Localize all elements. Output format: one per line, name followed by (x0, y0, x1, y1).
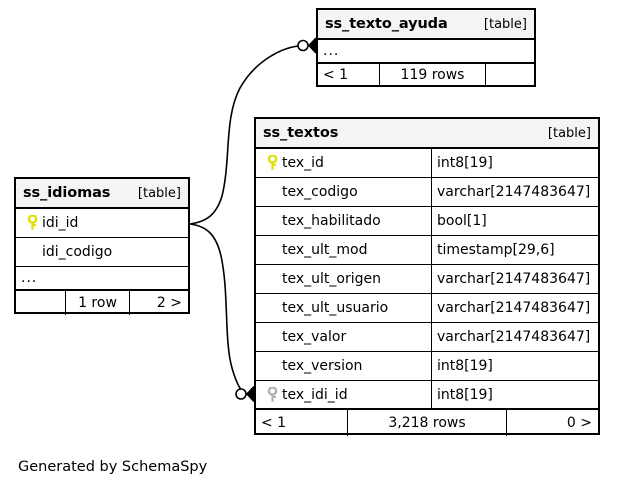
column-cell-name: tex_codigo (256, 178, 432, 206)
column-name-label: idi_id (42, 215, 79, 231)
table-type-tag: [table] (137, 185, 181, 201)
table-row[interactable]: tex_valor varchar[2147483647] (256, 323, 598, 352)
footer-row-count: 3,218 rows (348, 410, 507, 436)
column-cell-name: tex_id (256, 149, 432, 177)
column-name-label: tex_valor (282, 329, 347, 345)
primary-key-icon (22, 215, 42, 231)
column-cell-name: tex_habilitado (256, 207, 432, 235)
table-row[interactable]: tex_codigo varchar[2147483647] (256, 178, 598, 207)
column-name-label: tex_version (282, 358, 363, 374)
table-row[interactable]: tex_ult_origen varchar[2147483647] (256, 265, 598, 294)
table-name: ss_textos (263, 125, 339, 141)
footer-next-count[interactable] (486, 64, 534, 85)
column-cell-name: tex_version (256, 352, 432, 380)
column-cell-name: tex_idi_id (256, 381, 432, 408)
column-cell-type: int8[19] (437, 386, 493, 403)
footer-next-count[interactable]: 0 > (566, 415, 592, 431)
table-name: ss_texto_ayuda (325, 16, 448, 32)
table-footer-ss-textos: < 1 3,218 rows 0 > (256, 410, 598, 436)
relationship-line-to-ss-textos (189, 223, 244, 393)
footer-row-count: 119 rows (380, 64, 486, 85)
ellipsis-label: ... (323, 43, 340, 59)
crowsfoot-fill-ayuda (309, 38, 316, 53)
footer-next-count[interactable]: 2 > (156, 295, 182, 311)
column-cell-type: bool[1] (437, 213, 487, 229)
table-row[interactable]: idi_id (16, 209, 188, 238)
table-ss-texto-ayuda[interactable]: ss_texto_ayuda [table] ... < 1 119 rows (316, 8, 536, 87)
table-row[interactable]: tex_ult_mod timestamp[29,6] (256, 236, 598, 265)
column-cell-name: idi_codigo (16, 238, 188, 266)
column-name-label: tex_ult_mod (282, 242, 368, 258)
column-cell-name: tex_ult_mod (256, 236, 432, 264)
column-cell-name: tex_valor (256, 323, 432, 351)
column-cell-name: idi_id (16, 209, 188, 237)
column-cell-type: varchar[2147483647] (437, 329, 591, 345)
crowsfoot-fill-textos (247, 386, 254, 402)
column-name-label: tex_ult_usuario (282, 300, 389, 316)
table-ss-textos[interactable]: ss_textos [table] tex_id int8[19] tex_co… (254, 117, 600, 436)
ellipsis-label: ... (21, 270, 38, 286)
column-name-label: tex_idi_id (282, 386, 348, 403)
table-row[interactable]: tex_ult_usuario varchar[2147483647] (256, 294, 598, 323)
table-ss-idiomas[interactable]: ss_idiomas [table] idi_id idi_codigo ...… (14, 177, 190, 315)
table-header-ss-texto-ayuda: ss_texto_ayuda [table] (318, 10, 534, 40)
column-cell-type: varchar[2147483647] (437, 300, 591, 316)
table-footer-ss-idiomas: 1 row 2 > (16, 291, 188, 315)
column-name-label: tex_habilitado (282, 213, 381, 229)
column-cell-type: varchar[2147483647] (437, 184, 591, 200)
table-header-ss-idiomas: ss_idiomas [table] (16, 179, 188, 209)
table-ellipsis-row: ... (318, 40, 534, 64)
table-type-tag: [table] (547, 125, 591, 141)
relationship-endpoint-circle-textos (235, 388, 247, 400)
column-name-label: tex_ult_origen (282, 271, 381, 287)
foreign-key-icon (262, 386, 282, 403)
column-cell-type: int8[19] (437, 358, 493, 374)
column-name-label: idi_codigo (42, 244, 113, 260)
table-name: ss_idiomas (23, 185, 111, 201)
relationship-endpoint-circle-ayuda (297, 39, 309, 52)
table-row[interactable]: tex_version int8[19] (256, 352, 598, 381)
column-name-label: tex_codigo (282, 184, 358, 200)
footer-prev-count[interactable] (16, 291, 66, 315)
table-ellipsis-row: ... (16, 267, 188, 291)
crowsfoot-ss-textos (245, 385, 255, 403)
column-cell-name: tex_ult_origen (256, 265, 432, 293)
column-cell-type: varchar[2147483647] (437, 271, 591, 287)
footer-prev-count[interactable]: < 1 (318, 64, 380, 85)
generated-by-caption: Generated by SchemaSpy (18, 459, 208, 475)
table-row[interactable]: tex_id int8[19] (256, 149, 598, 178)
footer-row-count: 1 row (66, 291, 130, 315)
primary-key-icon (262, 155, 282, 171)
column-cell-type: timestamp[29,6] (437, 242, 555, 258)
crowsfoot-ss-texto-ayuda (307, 37, 317, 54)
column-name-label: tex_id (282, 155, 324, 171)
column-cell-name: tex_ult_usuario (256, 294, 432, 322)
table-row[interactable]: tex_habilitado bool[1] (256, 207, 598, 236)
table-header-ss-textos: ss_textos [table] (256, 119, 598, 149)
table-type-tag: [table] (483, 16, 527, 32)
footer-prev-count[interactable]: < 1 (256, 410, 348, 436)
column-cell-type: int8[19] (437, 155, 493, 171)
table-footer-ss-texto-ayuda: < 1 119 rows (318, 64, 534, 85)
table-row[interactable]: idi_codigo (16, 238, 188, 267)
table-row[interactable]: tex_idi_id int8[19] (256, 381, 598, 410)
